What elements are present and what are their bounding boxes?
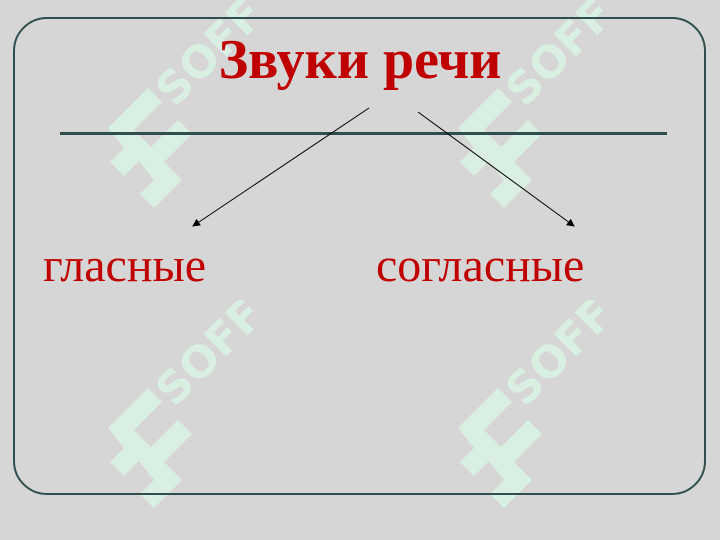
node-consonants: согласные bbox=[376, 239, 585, 292]
node-vowels: гласные bbox=[43, 239, 207, 292]
watermark-logo: SOFF bbox=[108, 0, 274, 208]
title-underline bbox=[60, 132, 667, 135]
arrow-to-vowels bbox=[192, 107, 370, 227]
diagram-title: Звуки речи bbox=[218, 29, 502, 91]
slide-frame bbox=[13, 17, 706, 495]
watermark-logo: SOFF bbox=[458, 300, 624, 508]
watermark-logo: SOFF bbox=[108, 300, 274, 508]
arrow-to-consonants bbox=[417, 111, 575, 227]
